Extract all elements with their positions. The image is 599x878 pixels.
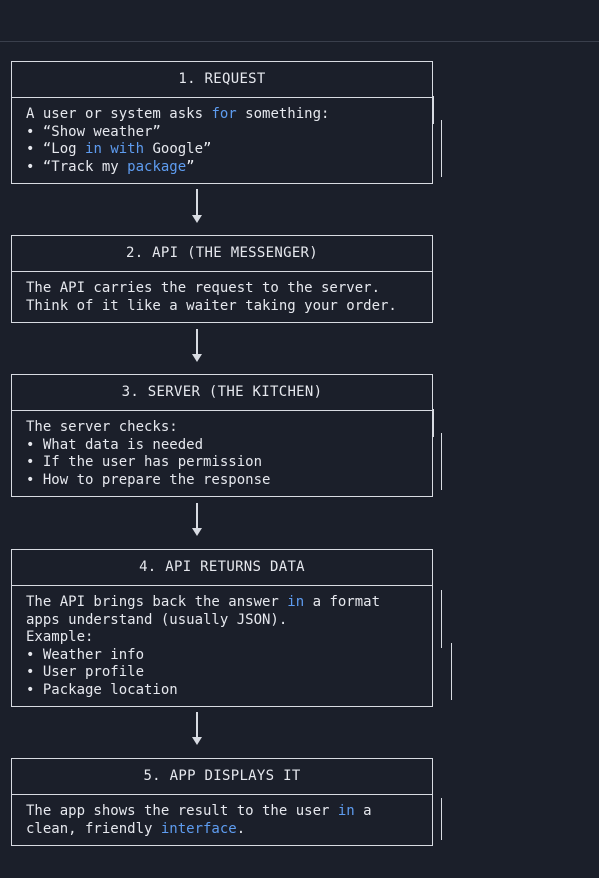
step-title: 4. API RETURNS DATA — [12, 550, 432, 586]
step-box-api: 2. API (THE MESSENGER) The API carries t… — [11, 235, 433, 323]
edge-rule — [441, 590, 442, 648]
body-text: • User profile — [26, 664, 145, 680]
step-title: 1. REQUEST — [12, 62, 432, 98]
edge-rule — [441, 433, 442, 490]
body-text: • Package location — [26, 681, 178, 698]
body-text: • How to prepare the response — [26, 471, 271, 488]
body-text: Example: — [26, 629, 94, 645]
step-line: • If the user has permission — [26, 454, 418, 472]
body-text: The app shows the result to the user — [26, 803, 338, 819]
step-line: The API carries the request to the serve… — [26, 280, 418, 298]
step-line: • What data is needed — [26, 437, 418, 455]
body-text: The server checks: — [26, 419, 178, 435]
top-bar — [0, 0, 599, 42]
body-text: The API carries the request to the serve… — [26, 280, 381, 296]
body-text: a — [354, 803, 372, 819]
step-line: • “Show weather” — [26, 124, 418, 142]
body-text: Google” — [144, 141, 212, 157]
step-box-server: 3. SERVER (THE KITCHEN) The server check… — [11, 374, 433, 497]
step-title: 3. SERVER (THE KITCHEN) — [12, 375, 432, 411]
keyword-text: interface — [160, 820, 237, 837]
edge-rule — [441, 120, 442, 177]
body-text: . — [236, 820, 246, 837]
keyword-text: with — [110, 141, 145, 157]
body-text: The API brings back the answer — [26, 594, 288, 610]
step-title: 5. APP DISPLAYS IT — [12, 759, 432, 795]
step-line: The API brings back the answer in a form… — [26, 594, 418, 612]
body-text: apps understand (usually JSON). — [26, 611, 288, 628]
edge-rule — [433, 96, 434, 124]
edge-rule — [433, 409, 434, 437]
step-body: The app shows the result to the user in … — [12, 795, 432, 838]
step-line: • “Track my package” — [26, 159, 418, 177]
body-text: • “Log — [26, 141, 86, 157]
body-text: • If the user has permission — [26, 454, 263, 470]
keyword-text: package — [127, 158, 187, 175]
step-box-request: 1. REQUEST A user or system asks for som… — [11, 61, 433, 184]
step-line: • Weather info — [26, 647, 418, 665]
body-text: something: — [236, 106, 330, 122]
step-body: The API brings back the answer in a form… — [12, 586, 432, 699]
edge-rule — [441, 798, 442, 840]
step-title: 2. API (THE MESSENGER) — [12, 236, 432, 272]
step-line: clean, friendly interface. — [26, 821, 418, 839]
step-line: • User profile — [26, 664, 418, 682]
keyword-text: in — [287, 594, 305, 610]
edge-rule — [451, 643, 452, 700]
step-body: A user or system asks for something:• “S… — [12, 98, 432, 176]
step-box-api-returns: 4. API RETURNS DATA The API brings back … — [11, 549, 433, 707]
step-line: Think of it like a waiter taking your or… — [26, 298, 418, 316]
body-text: • “Track my — [26, 158, 128, 175]
step-body: The server checks:• What data is needed•… — [12, 411, 432, 489]
body-text: • “Show weather” — [26, 123, 161, 140]
body-text: • What data is needed — [26, 436, 204, 453]
body-text: Think of it like a waiter taking your or… — [26, 297, 397, 314]
body-text: a format — [304, 594, 381, 610]
step-line: The server checks: — [26, 419, 418, 437]
body-text: ” — [186, 158, 195, 175]
step-line: • Package location — [26, 682, 418, 700]
step-line: The app shows the result to the user in … — [26, 803, 418, 821]
step-line: Example: — [26, 629, 418, 647]
step-line: apps understand (usually JSON). — [26, 612, 418, 630]
keyword-text: in — [85, 141, 102, 157]
body-text: clean, friendly — [26, 820, 161, 837]
body-text: A user or system asks — [26, 106, 212, 122]
step-line: • How to prepare the response — [26, 472, 418, 490]
step-line: • “Log in with Google” — [26, 141, 418, 159]
step-line: A user or system asks for something: — [26, 106, 418, 124]
keyword-text: in — [337, 803, 355, 819]
step-body: The API carries the request to the serve… — [12, 272, 432, 315]
step-box-app-displays: 5. APP DISPLAYS IT The app shows the res… — [11, 758, 433, 846]
body-text: • Weather info — [26, 646, 145, 663]
keyword-text: for — [211, 106, 237, 122]
